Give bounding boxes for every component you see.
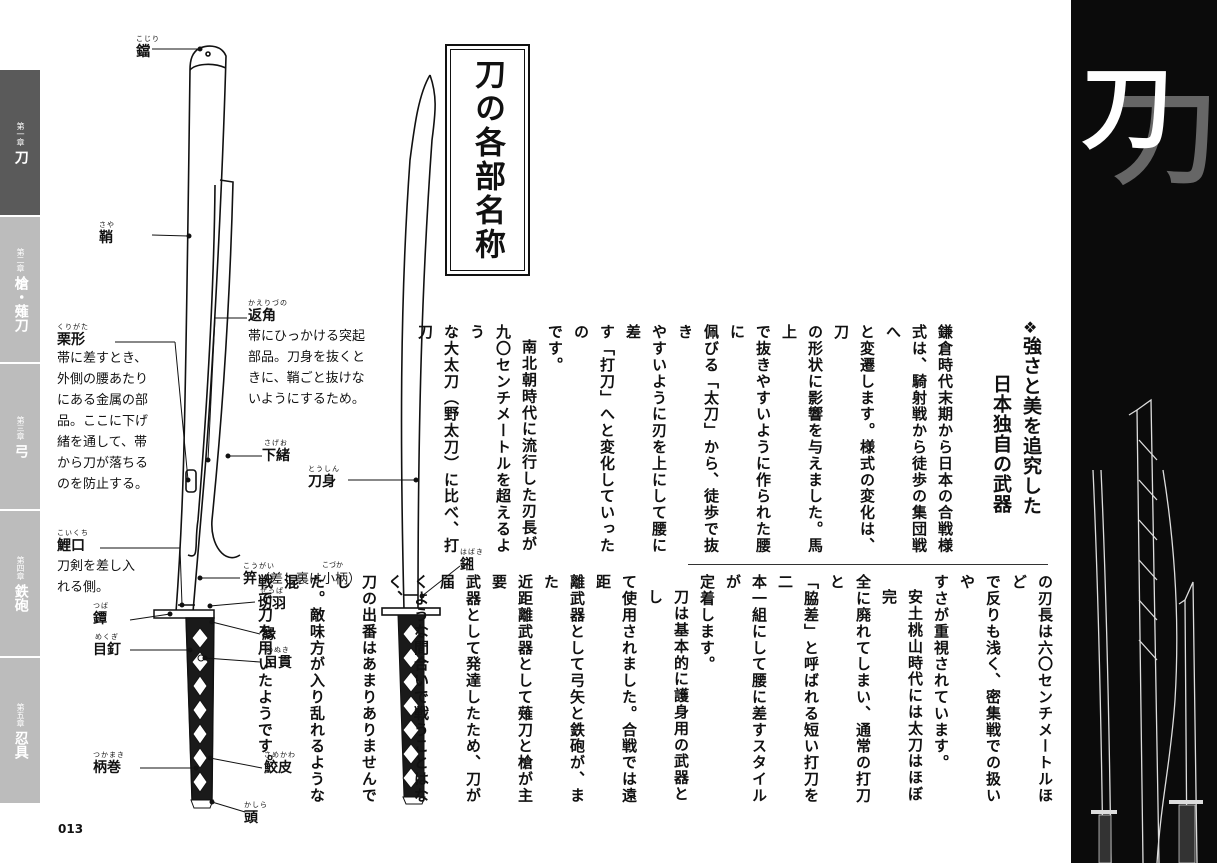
panel-swords-drawing	[1071, 0, 1217, 863]
page-title: 刀の各部名称	[465, 58, 510, 262]
label-saya: さや鞘	[99, 222, 115, 245]
scabbard-drawing	[176, 46, 240, 612]
koikuchi-description: 刀剣を差し入 れる側。	[57, 556, 135, 598]
label-kaerizuno: かえりづの返角	[248, 300, 288, 323]
label-sageo: さげお下緒	[262, 440, 290, 463]
label-kurigata: くりがた栗形	[57, 324, 89, 347]
title-box: 刀の各部名称	[445, 44, 530, 276]
article-heading: 強さと美を追究した 日本独自の武器	[986, 336, 1046, 556]
label-kojiri: こじり鐺	[136, 36, 160, 59]
article-text-upper: 鎌倉時代末期から日本の合戦様 式は、騎射戦から徒歩の集団戦へ と変遷します。様式…	[614, 324, 958, 560]
scabbard-handle-drawing	[154, 610, 214, 808]
article-text-lower: の刃長は六〇センチメートルほど で反りも浅く、密集戦での扱いや すさが重視されて…	[606, 574, 1058, 810]
label-tsukamaki: つかまき柄巻	[93, 752, 125, 775]
label-koikuchi: こいくち鯉口	[57, 530, 89, 553]
section-divider	[688, 564, 1048, 565]
label-tsuba: つば鐔	[93, 603, 109, 626]
label-mekugi: めくぎ目釘	[93, 634, 121, 657]
diamond-mark-icon: ❖	[1023, 318, 1037, 337]
kaerizuno-description: 帯にひっかける突起 部品。刀身を抜くと きに、鞘ごと抜けな いようにするため。	[248, 326, 365, 410]
chapter-panel: 刀 刀	[1071, 0, 1217, 863]
label-toshin: とうしん刀身	[308, 466, 340, 489]
kurigata-description: 帯に差すとき、 外側の腰あたり にある金属の部 品。ここに下げ 緒を通して、帯 …	[57, 348, 148, 495]
